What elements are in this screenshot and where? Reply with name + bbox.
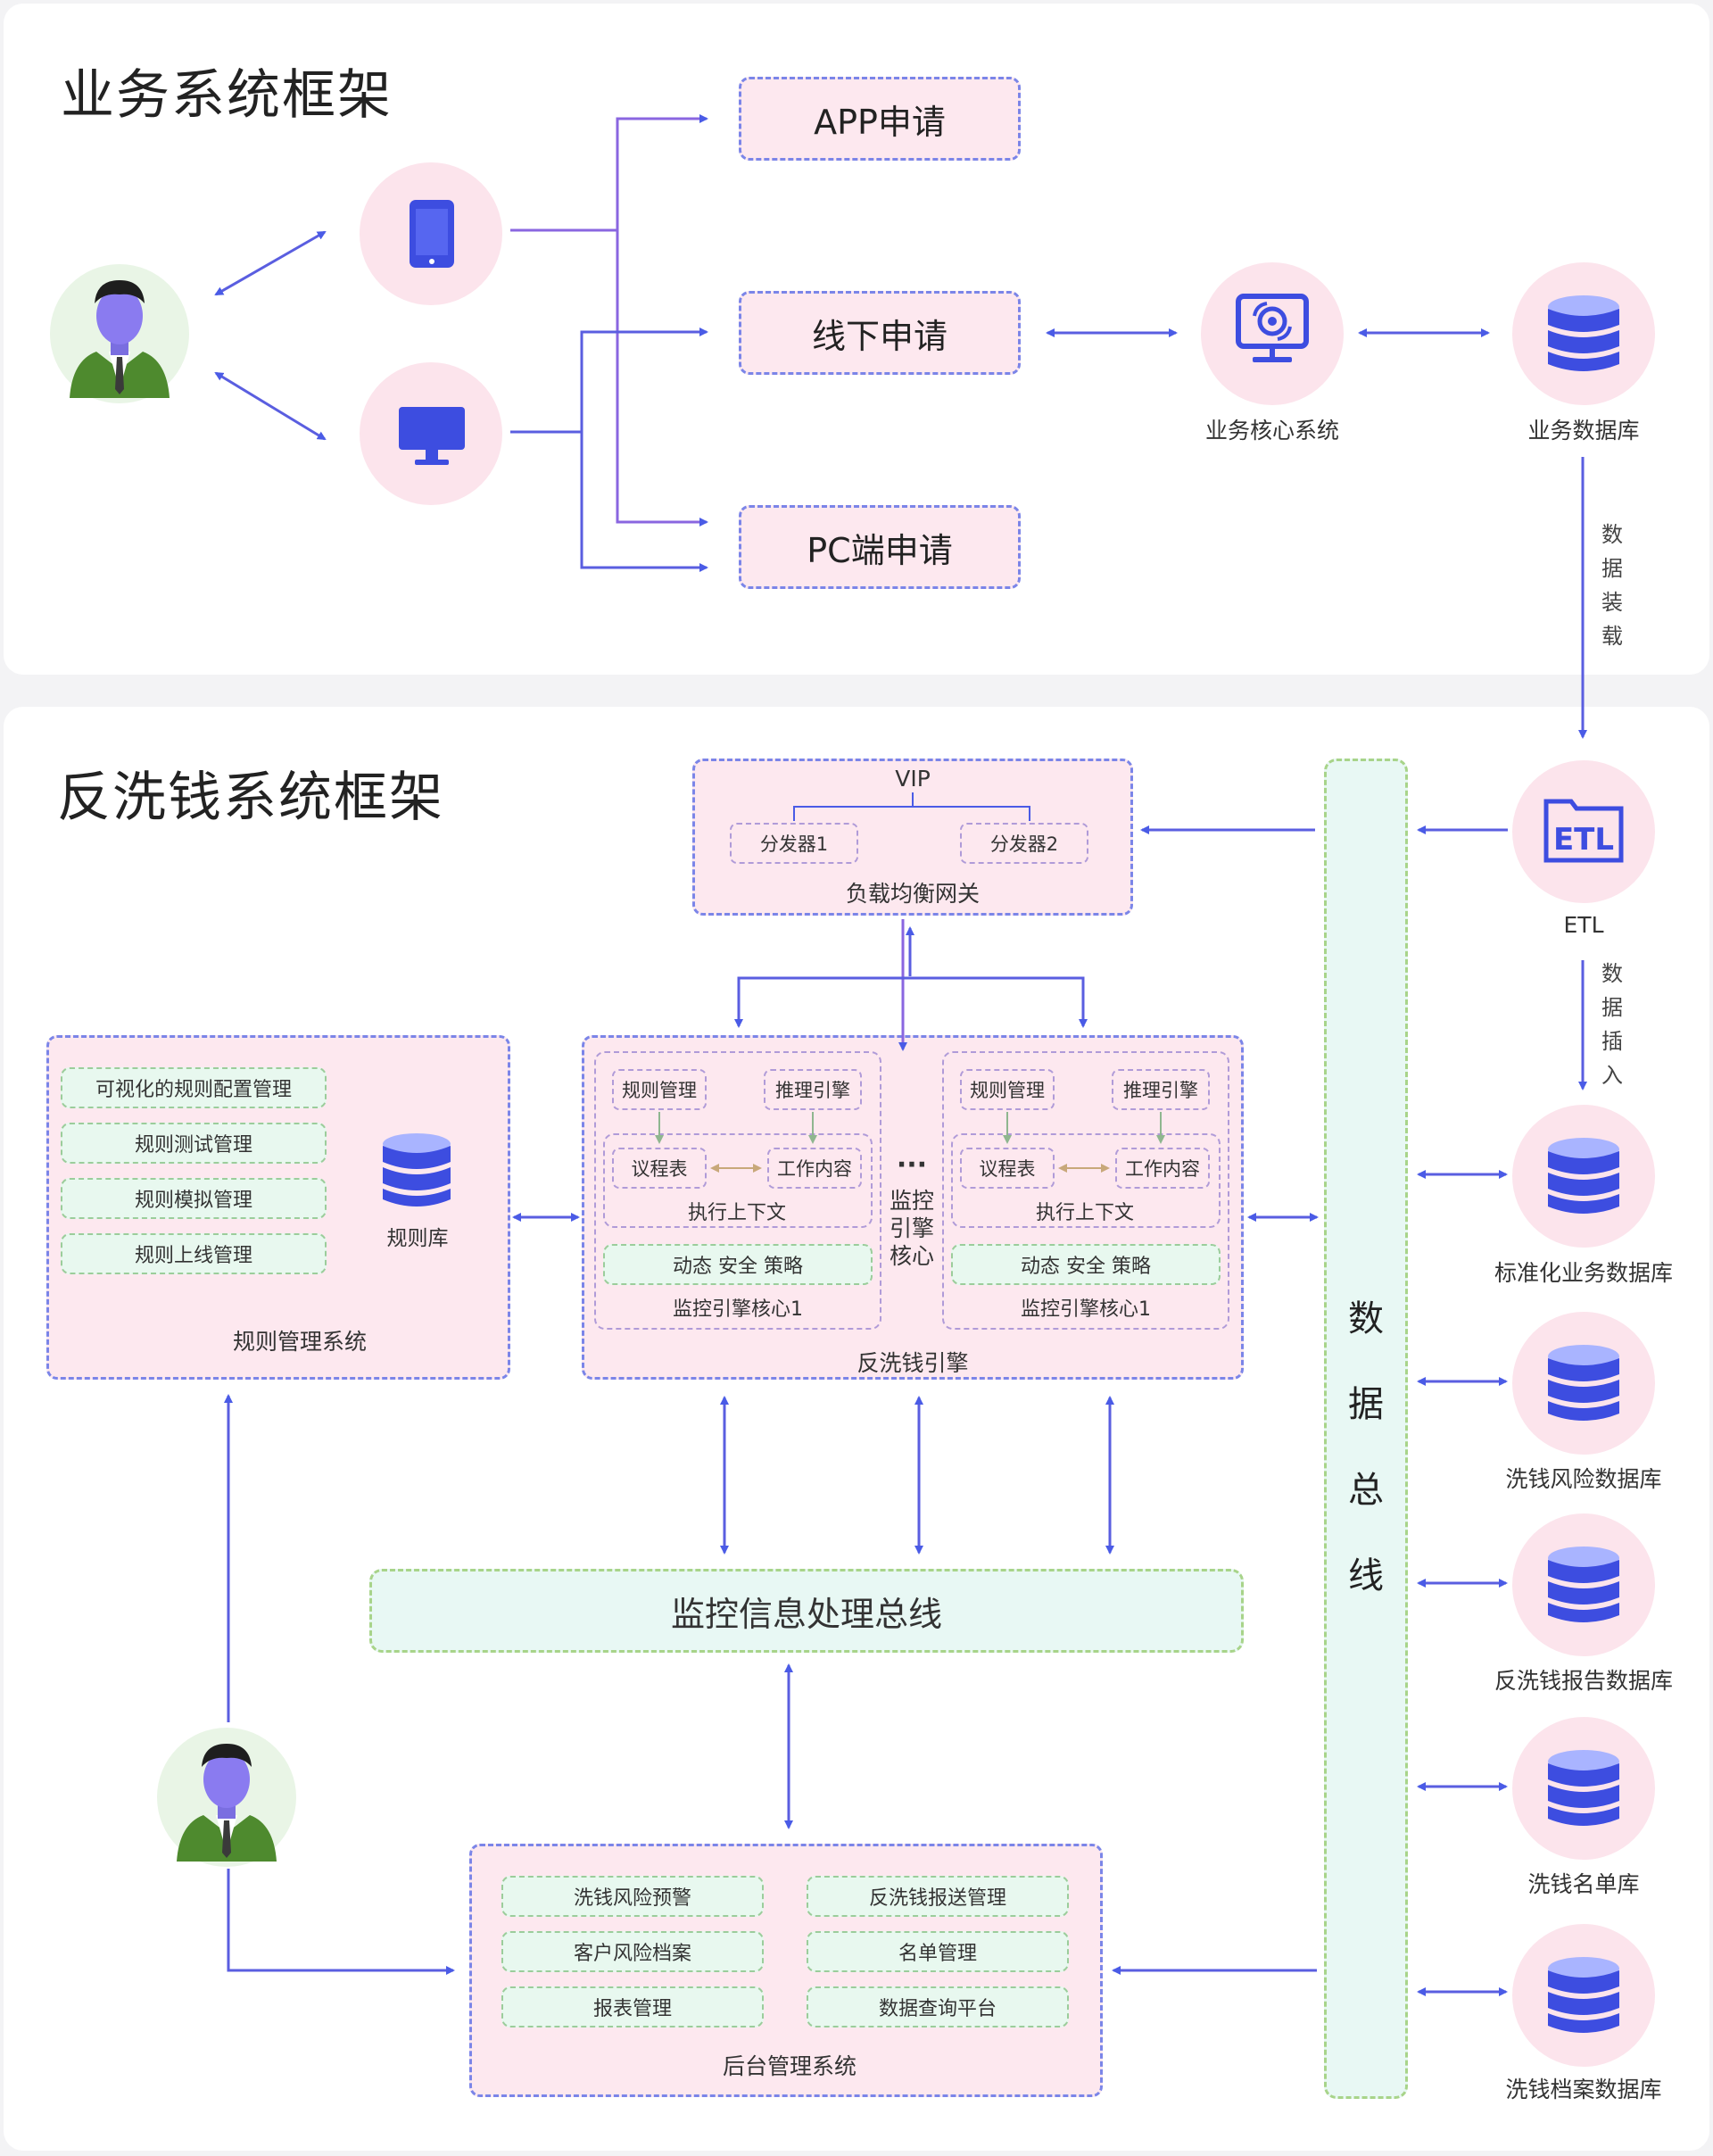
- data-bus-label: 数 据 总 线: [1348, 1298, 1384, 1596]
- svg-text:ETL: ETL: [1553, 822, 1614, 858]
- backend-item-report[interactable]: 报表管理: [501, 1986, 764, 2027]
- monitor-bus-label: 监控信息处理总线: [670, 1594, 942, 1634]
- db-risk-circle: [1512, 1312, 1655, 1455]
- pc-circle: [360, 362, 502, 505]
- etl-icon: ETL: [1543, 799, 1624, 863]
- business-db-circle: [1512, 262, 1655, 405]
- db-risk-label: 洗钱风险数据库: [1505, 1466, 1662, 1492]
- mobile-circle: [360, 162, 502, 305]
- core-system-icon: [1236, 294, 1309, 362]
- engine-core-1: [594, 1051, 881, 1330]
- database-icon: [1548, 1138, 1619, 1214]
- core1-context-label: 执行上下文: [687, 1202, 786, 1224]
- backend-label: 后台管理系统: [722, 2053, 856, 2079]
- aml-engine-label: 反洗钱引擎: [856, 1350, 969, 1376]
- pc-apply-box[interactable]: PC端申请: [739, 505, 1021, 589]
- data-insert-text: 数 据 插 入: [1601, 961, 1623, 1088]
- core2-rule-mgmt[interactable]: 规则管理: [960, 1069, 1055, 1110]
- data-bus: [1324, 759, 1408, 2099]
- rule-system-label: 规则管理系统: [232, 1329, 367, 1355]
- core1-agenda[interactable]: 议程表: [612, 1148, 707, 1189]
- monitor-icon: [399, 407, 465, 465]
- backend-item-risk-warning[interactable]: 洗钱风险预警: [501, 1876, 764, 1917]
- database-icon: [1548, 1957, 1619, 2033]
- offline-apply-label: 线下申请: [811, 316, 948, 356]
- core2-inference[interactable]: 推理引擎: [1112, 1069, 1210, 1110]
- admin-avatar: [157, 1728, 296, 1867]
- core2-context-label: 执行上下文: [1035, 1202, 1134, 1224]
- rule-db-label: 规则库: [386, 1227, 449, 1250]
- db-namelist-circle: [1512, 1717, 1655, 1860]
- db-standard-label: 标准化业务数据库: [1494, 1260, 1673, 1286]
- core2-context-box: [951, 1133, 1221, 1228]
- core1-rule-mgmt[interactable]: 规则管理: [612, 1069, 707, 1110]
- core2-strategy[interactable]: 动态 安全 策略: [951, 1244, 1221, 1285]
- db-report-circle: [1512, 1513, 1655, 1656]
- core1-work[interactable]: 工作内容: [767, 1148, 862, 1189]
- core2-work[interactable]: 工作内容: [1115, 1148, 1210, 1189]
- core1-context-box: [603, 1133, 873, 1228]
- db-archive-label: 洗钱档案数据库: [1505, 2077, 1662, 2102]
- monitor-info-bus: 监控信息处理总线: [369, 1569, 1244, 1653]
- core1-label: 监控引擎核心1: [673, 1298, 803, 1321]
- app-apply-label: APP申请: [814, 102, 946, 142]
- data-load-text: 数 据 装 载: [1601, 522, 1623, 649]
- database-icon: [1548, 1750, 1619, 1826]
- backend-item-customer-risk[interactable]: 客户风险档案: [501, 1931, 764, 1972]
- db-report-label: 反洗钱报告数据库: [1494, 1668, 1673, 1694]
- backend-item-list-mgmt[interactable]: 名单管理: [807, 1931, 1069, 1972]
- business-db-label: 业务数据库: [1527, 418, 1640, 444]
- engine-core-middle-label: 监控 引擎 核心: [889, 1188, 934, 1269]
- backend-item-query[interactable]: 数据查询平台: [807, 1986, 1069, 2027]
- core-system-circle: [1201, 262, 1344, 405]
- etl-label: ETL: [1563, 912, 1604, 938]
- dispatcher-1[interactable]: 分发器1: [730, 823, 858, 864]
- pc-apply-label: PC端申请: [807, 530, 953, 570]
- gateway-label: 负载均衡网关: [845, 881, 980, 907]
- rule-db-icon: [383, 1133, 451, 1207]
- rule-item-test[interactable]: 规则测试管理: [61, 1123, 327, 1164]
- user-avatar: [50, 264, 189, 403]
- rule-item-simulate[interactable]: 规则模拟管理: [61, 1178, 327, 1219]
- rule-item-visual-config[interactable]: 可视化的规则配置管理: [61, 1067, 327, 1108]
- db-standard-circle: [1512, 1105, 1655, 1248]
- engine-dots: ···: [896, 1149, 928, 1181]
- core1-inference[interactable]: 推理引擎: [764, 1069, 862, 1110]
- core-system-label: 业务核心系统: [1204, 418, 1339, 444]
- rule-item-online[interactable]: 规则上线管理: [61, 1233, 327, 1274]
- dispatcher-2[interactable]: 分发器2: [960, 823, 1088, 864]
- app-apply-box[interactable]: APP申请: [739, 77, 1021, 161]
- backend-item-aml-submit[interactable]: 反洗钱报送管理: [807, 1876, 1069, 1917]
- database-icon: [1548, 295, 1619, 371]
- database-icon: [1548, 1547, 1619, 1622]
- core2-agenda[interactable]: 议程表: [960, 1148, 1055, 1189]
- engine-core-2: [942, 1051, 1229, 1330]
- phone-icon: [410, 200, 454, 268]
- core1-strategy[interactable]: 动态 安全 策略: [603, 1244, 873, 1285]
- database-icon: [1548, 1345, 1619, 1421]
- db-namelist-label: 洗钱名单库: [1527, 1871, 1640, 1897]
- aml-title: 反洗钱系统框架: [57, 767, 444, 829]
- etl-circle: ETL: [1512, 760, 1655, 903]
- core2-label: 监控引擎核心1: [1021, 1298, 1151, 1321]
- db-archive-circle: [1512, 1924, 1655, 2067]
- vip-label: VIP: [895, 766, 931, 792]
- business-title: 业务系统框架: [61, 64, 393, 127]
- offline-apply-box[interactable]: 线下申请: [739, 291, 1021, 375]
